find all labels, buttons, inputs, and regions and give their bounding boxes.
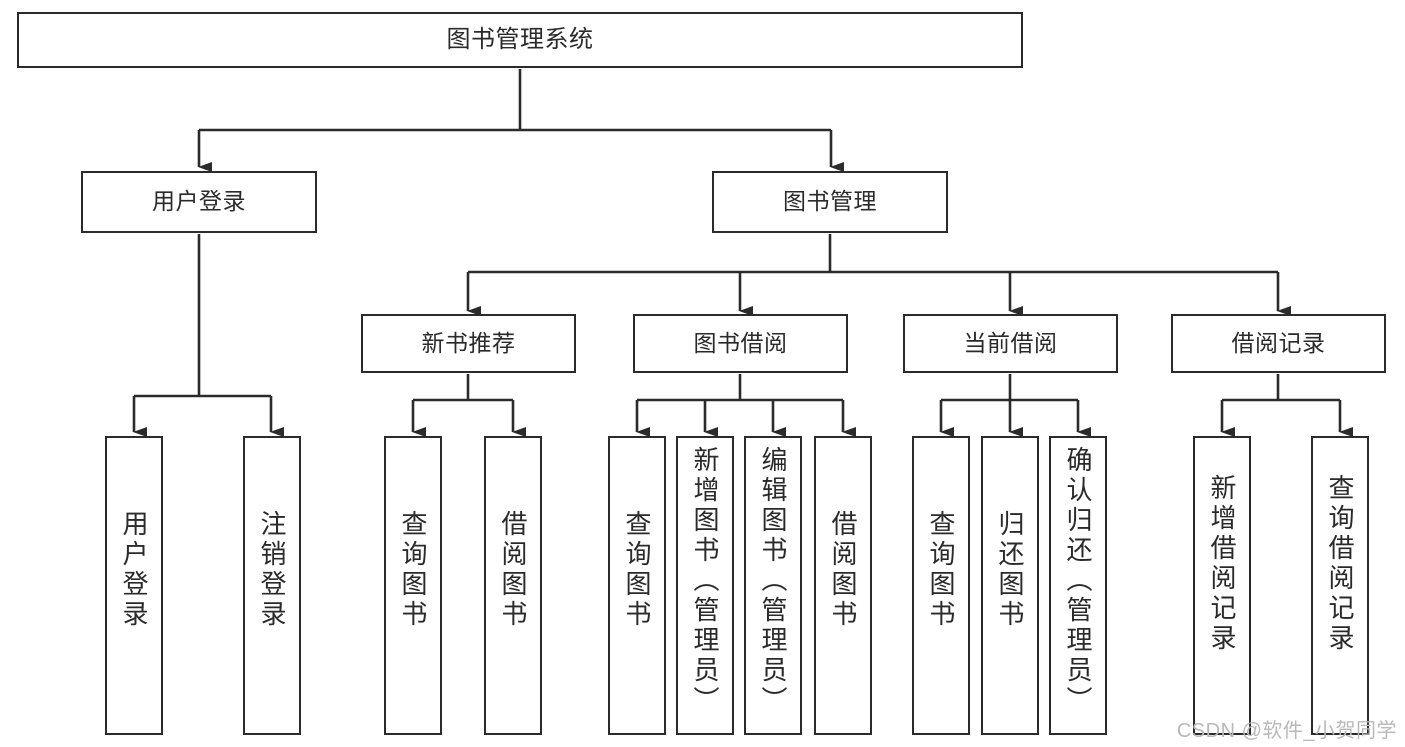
node-book-borrow-label: 图书借阅 — [693, 329, 788, 356]
leaf-label: 新增图书（管理员） — [690, 446, 720, 716]
node-root-label: 图书管理系统 — [446, 25, 594, 53]
leaf-borrow-add-book-admin[interactable]: 新增图书（管理员） — [676, 436, 734, 735]
leaf-label: 查询图书 — [398, 510, 428, 630]
leaf-current-query-book[interactable]: 查询图书 — [912, 436, 970, 735]
node-new-book-recommend[interactable]: 新书推荐 — [361, 314, 576, 373]
leaf-user-login-login[interactable]: 用户登录 — [105, 436, 163, 735]
node-user-login[interactable]: 用户登录 — [81, 171, 317, 233]
leaf-label: 借阅图书 — [498, 510, 528, 630]
node-borrow-record[interactable]: 借阅记录 — [1171, 314, 1386, 373]
leaf-record-query-record[interactable]: 查询借阅记录 — [1311, 436, 1369, 735]
leaf-user-login-logout[interactable]: 注销登录 — [243, 436, 301, 735]
leaf-label: 用户登录 — [119, 510, 149, 630]
leaf-current-confirm-return-admin[interactable]: 确认归还（管理员） — [1049, 436, 1107, 735]
node-book-borrow[interactable]: 图书借阅 — [633, 314, 848, 373]
leaf-recommend-query-book[interactable]: 查询图书 — [384, 436, 442, 735]
leaf-label: 查询图书 — [926, 510, 956, 630]
watermark: CSDN @软件_小贺同学 — [1176, 720, 1397, 742]
node-new-book-recommend-label: 新书推荐 — [421, 329, 516, 356]
leaf-label: 归还图书 — [995, 510, 1025, 630]
leaf-borrow-query-book[interactable]: 查询图书 — [608, 436, 666, 735]
leaf-borrow-edit-book-admin[interactable]: 编辑图书（管理员） — [744, 436, 802, 735]
node-borrow-record-label: 借阅记录 — [1231, 329, 1326, 356]
leaf-recommend-borrow-book[interactable]: 借阅图书 — [484, 436, 542, 735]
node-root[interactable]: 图书管理系统 — [17, 12, 1023, 68]
leaf-current-return-book[interactable]: 归还图书 — [981, 436, 1039, 735]
leaf-label: 注销登录 — [257, 510, 287, 630]
node-book-management-label: 图书管理 — [783, 188, 877, 215]
leaf-borrow-borrow-book[interactable]: 借阅图书 — [814, 436, 872, 735]
leaf-record-add-record[interactable]: 新增借阅记录 — [1193, 436, 1251, 735]
leaf-label: 查询借阅记录 — [1325, 474, 1355, 654]
leaf-label: 确认归还（管理员） — [1063, 446, 1093, 716]
node-book-management[interactable]: 图书管理 — [712, 171, 948, 233]
node-user-login-label: 用户登录 — [152, 188, 246, 215]
leaf-label: 查询图书 — [622, 510, 652, 630]
node-current-borrow-label: 当前借阅 — [963, 329, 1058, 356]
leaf-label: 新增借阅记录 — [1207, 474, 1237, 654]
leaf-label: 借阅图书 — [828, 510, 858, 630]
leaf-label: 编辑图书（管理员） — [758, 446, 788, 716]
node-current-borrow[interactable]: 当前借阅 — [903, 314, 1118, 373]
